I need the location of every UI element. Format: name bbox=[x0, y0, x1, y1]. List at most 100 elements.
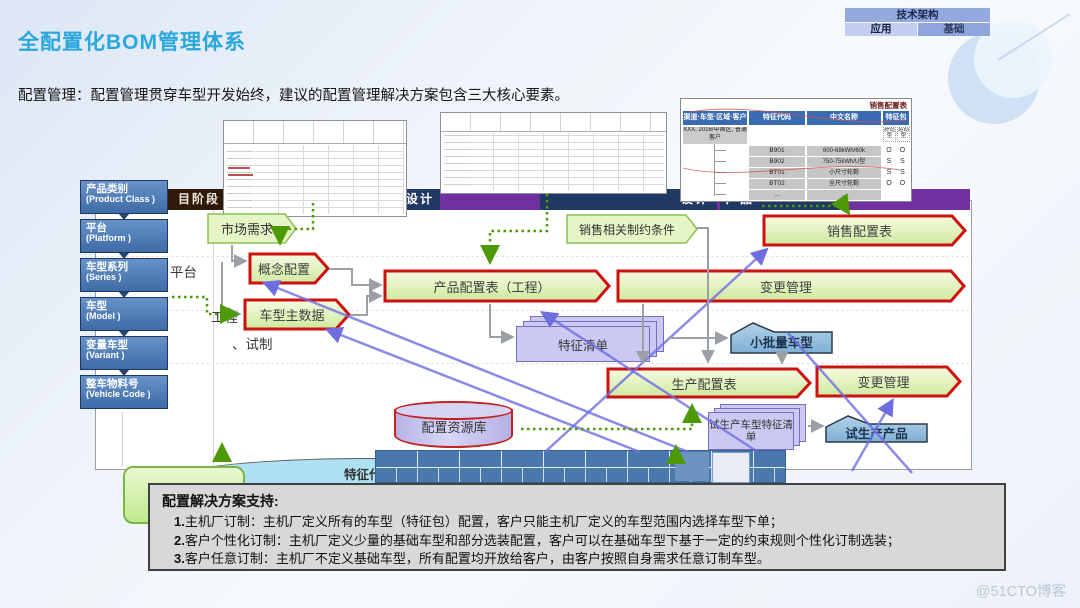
shape-label: 市场需求 bbox=[220, 222, 273, 237]
sidebar-item-series: 车型系列 (Series ) bbox=[80, 258, 168, 292]
shape-label: 小批量车型 bbox=[750, 335, 813, 350]
item-text: 客户任意订制：主机厂不定义基础车型，所有配置均开放给客户，由客户按照自身需求任意… bbox=[184, 551, 770, 566]
flow-sales-constraint: 销售相关制约条件 bbox=[566, 214, 698, 244]
cell-v2: S bbox=[900, 169, 905, 176]
spreadsheet-grid bbox=[254, 145, 404, 214]
shape-label: 销售相关制约条件 bbox=[578, 222, 675, 237]
shape-label: 配置资源库 bbox=[421, 420, 487, 435]
arch-table: 技术架构 应用 基础 bbox=[845, 8, 990, 36]
row-separator bbox=[96, 256, 969, 257]
matrix-col-highlight bbox=[675, 452, 709, 481]
cell-v1: O bbox=[886, 180, 892, 187]
bg-label-engineering: 工程 bbox=[211, 310, 238, 325]
shape-label: 特征清单 bbox=[516, 326, 650, 362]
subtitle: 配置管理：配置管理贯穿车型开发始终，建议的配置管理解决方案包含三大核心要素。 bbox=[18, 88, 569, 104]
flow-change-mgmt-top: 变更管理 bbox=[616, 269, 966, 303]
shape-label: 试生产产品 bbox=[845, 426, 908, 441]
item-number: 1. bbox=[174, 514, 185, 529]
pkg-subcol-sport: 运动型 bbox=[897, 127, 910, 142]
spreadsheet-header bbox=[224, 121, 406, 144]
sidebar-item-sub: (Series ) bbox=[86, 272, 122, 283]
sidebar-item-vehicle-code: 整车物料号 (Vehicle Code ) bbox=[80, 375, 168, 409]
flow-change-mgmt-bottom: 变更管理 bbox=[815, 365, 962, 398]
shape-label: 试生产车型特征清单 bbox=[708, 412, 794, 450]
sidebar-item-sub: (Variant ) bbox=[86, 350, 125, 361]
solution-item-3: 3.客户任意订制：主机厂不定义基础车型，所有配置均开放给客户，由客户按照自身需求… bbox=[162, 550, 994, 569]
arch-base-cell: 基础 bbox=[918, 23, 990, 36]
solution-heading: 配置解决方案支持: bbox=[162, 493, 279, 509]
sidebar-item-title: 车型 bbox=[86, 300, 107, 312]
flow-small-batch-model: 小批量车型 bbox=[730, 322, 833, 354]
table-connector-stub bbox=[714, 172, 726, 173]
item-text: 客户个性化订制：主机厂定义少量的基础车型和部分选装配置，客户可以在基础车型下基于… bbox=[184, 532, 900, 548]
red-text-mark bbox=[228, 167, 250, 169]
shape-label: 销售配置表 bbox=[826, 224, 892, 239]
cell-v1: S bbox=[886, 158, 892, 165]
sidebar-item-platform: 平台 (Platform ) bbox=[80, 219, 168, 253]
bg-label-trial: 、试制 bbox=[232, 337, 273, 352]
sales-config-table-title: 销售配置表 bbox=[869, 101, 908, 110]
item-number: 3. bbox=[174, 551, 185, 566]
flow-feature-list: 特征清单 bbox=[516, 316, 666, 362]
shape-label: 生产配置表 bbox=[671, 376, 737, 392]
feature-matrix-table bbox=[375, 450, 786, 483]
cell-name: 750-75kWh/U型 bbox=[807, 157, 881, 167]
table-connector-stub bbox=[714, 161, 726, 162]
cell-code: B901 bbox=[749, 146, 805, 156]
col-header-name: 中文名称 bbox=[807, 111, 881, 125]
flow-sales-config-table: 销售配置表 bbox=[762, 214, 967, 247]
spreadsheet-row-labels bbox=[227, 145, 253, 214]
cell-code: BT01 bbox=[749, 168, 805, 178]
spreadsheet-row-labels bbox=[444, 133, 470, 191]
flow-concept-config: 概念配置 bbox=[248, 252, 330, 285]
sidebar-item-title: 车型系列 bbox=[86, 261, 128, 273]
cell-v2: S bbox=[900, 158, 905, 165]
arch-title: 技术架构 bbox=[845, 8, 990, 22]
solution-note-box: 配置解决方案支持: 1.主机厂订制：主机厂定义所有的车型（特征包）配置，客户只能… bbox=[148, 483, 1006, 571]
sidebar-item-sub: (Vehicle Code ) bbox=[86, 389, 151, 400]
chevron-down-icon bbox=[119, 292, 129, 298]
cell-name: … bbox=[807, 190, 881, 200]
flow-production-config-table: 生产配置表 bbox=[606, 367, 812, 399]
cell-code: B902 bbox=[749, 157, 805, 167]
solution-item-2: 2.客户个性化订制：主机厂定义少量的基础车型和部分选装配置，客户可以在基础车型下… bbox=[162, 532, 994, 551]
matrix-col-white bbox=[712, 452, 750, 483]
item-text: 主机厂订制：主机厂定义所有的车型（特征包）配置，客户只能主机厂定义的车型范围内选… bbox=[184, 514, 783, 529]
flow-product-config-table: 产品配置表（工程） bbox=[383, 269, 611, 303]
arrow-box-shape bbox=[762, 214, 967, 247]
pkg-subcol-comfort: 舒适型 bbox=[883, 127, 896, 142]
sidebar-item-sub: (Model ) bbox=[86, 311, 121, 322]
chevron-down-icon bbox=[119, 214, 129, 220]
sidebar-item-sub: (Product Class ) bbox=[86, 194, 156, 205]
sidebar-item-title: 整车物料号 bbox=[86, 378, 139, 390]
page-title: 全配置化BOM管理体系 bbox=[18, 31, 246, 54]
flow-market-demand: 市场需求 bbox=[207, 213, 297, 244]
pentagon-shape bbox=[566, 214, 698, 244]
cell-v1: O bbox=[886, 147, 892, 154]
spreadsheet-thumbnail-1 bbox=[223, 120, 407, 217]
cell-v2: O bbox=[899, 147, 906, 154]
flow-trial-feature-list: 试生产车型特征清单 bbox=[708, 404, 806, 450]
cell-name: 600-68kWh/60k bbox=[807, 146, 881, 156]
cell-v2: O bbox=[899, 180, 906, 187]
spreadsheet-thumbnail-2 bbox=[440, 112, 667, 194]
sales-config-table: 销售配置表 渠道·车型·区域·客户 特征代码 中文名称 特征包 XXX, 201… bbox=[680, 98, 912, 202]
spreadsheet-grid bbox=[469, 133, 664, 191]
arch-app-cell: 应用 bbox=[845, 23, 917, 36]
cell-name: 小尺寸轮毂 bbox=[807, 168, 881, 178]
cell-code: BT02 bbox=[749, 179, 805, 189]
table-connector-stub bbox=[714, 194, 726, 195]
sidebar-item-sub: (Platform ) bbox=[86, 233, 131, 244]
shape-label: 车型主数据 bbox=[259, 308, 325, 323]
table-connector-line bbox=[714, 144, 715, 196]
chevron-down-icon bbox=[119, 370, 129, 376]
watermark: @51CTO博客 bbox=[975, 584, 1066, 600]
flow-trial-product: 试生产产品 bbox=[825, 415, 928, 443]
sidebar-item-title: 平台 bbox=[86, 222, 107, 234]
swimlane-line bbox=[122, 412, 123, 467]
cell-code: … bbox=[749, 190, 805, 200]
table-connector-stub bbox=[714, 150, 726, 151]
cell-v1: S bbox=[886, 169, 892, 176]
shape-label: 概念配置 bbox=[257, 262, 310, 277]
